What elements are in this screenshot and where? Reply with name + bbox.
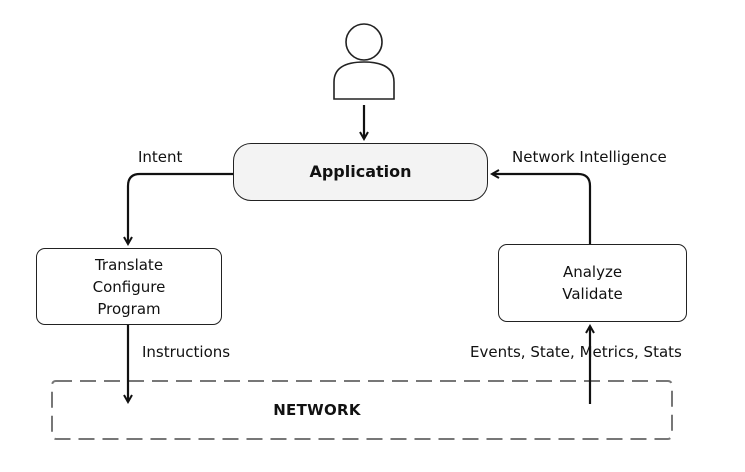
network-intelligence-arrow	[492, 174, 592, 244]
application-node: Application	[233, 143, 488, 201]
analyze-line-1: Analyze	[562, 263, 623, 281]
analyze-line-2: Validate	[562, 285, 623, 303]
telemetry-label: Events, State, Metrics, Stats	[470, 343, 682, 361]
network-intelligence-label: Network Intelligence	[512, 148, 667, 166]
translate-line-1: Translate	[94, 255, 164, 274]
translate-node: Translate Configure Program	[36, 248, 222, 325]
analyze-node: Analyze Validate	[498, 244, 687, 322]
user-icon	[333, 23, 395, 100]
translate-line-2: Configure	[92, 277, 166, 296]
network-node: NETWORK	[52, 381, 672, 439]
intent-arrow	[128, 172, 233, 244]
instructions-label: Instructions	[142, 343, 231, 361]
translate-line-3: Program	[97, 299, 161, 318]
network-label: NETWORK	[273, 401, 361, 419]
intent-label: Intent	[138, 148, 183, 166]
application-label: Application	[309, 162, 412, 181]
